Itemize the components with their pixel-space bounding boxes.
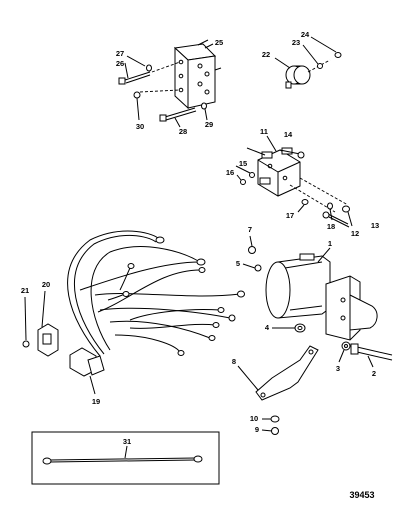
nut-23 (317, 63, 323, 69)
starter-motor (265, 253, 378, 341)
callout-2: 2 (372, 369, 376, 378)
callout-18: 18 (327, 222, 335, 231)
callout-30: 30 (136, 122, 144, 131)
nut-7 (248, 246, 256, 254)
callout-3: 3 (336, 364, 340, 373)
callout-7: 7 (248, 225, 252, 234)
callout-14: 14 (284, 130, 293, 139)
callout-17: 17 (286, 211, 294, 220)
washer-17 (301, 199, 309, 205)
callout-24: 24 (301, 30, 310, 39)
callout-25: 25 (215, 38, 223, 47)
nut-4 (294, 323, 306, 333)
screw-21 (22, 340, 30, 348)
callout-21: 21 (21, 286, 29, 295)
callout-8: 8 (232, 357, 236, 366)
washer-5 (254, 264, 262, 272)
washer-30 (133, 91, 141, 99)
callout-23: 23 (292, 38, 300, 47)
callout-4: 4 (265, 323, 270, 332)
callout-10: 10 (250, 414, 258, 423)
callout-13: 13 (371, 221, 379, 230)
washer-13 (342, 205, 350, 213)
nut-16 (240, 179, 246, 185)
callout-5: 5 (236, 259, 240, 268)
connector-bracket-20 (37, 323, 59, 357)
figure-number: 39453 (349, 490, 374, 500)
callout-11: 11 (260, 127, 268, 136)
washer-18 (327, 202, 333, 210)
bolt-28 (159, 107, 197, 122)
screw-14 (279, 149, 305, 159)
leader-lines (24, 36, 374, 459)
bracket-8 (255, 345, 319, 401)
callout-20: 20 (42, 280, 50, 289)
bolt-2 (350, 343, 393, 361)
washer-24 (334, 52, 342, 58)
solenoid (257, 147, 301, 197)
callout-26: 26 (116, 59, 124, 68)
callout-29: 29 (205, 120, 213, 129)
callout-22: 22 (262, 50, 270, 59)
nut-9 (271, 427, 279, 435)
washer-27 (146, 64, 152, 72)
washer-3 (341, 341, 351, 351)
sensor-22 (285, 65, 311, 89)
washer-15 (249, 172, 255, 178)
wiring-harness (67, 230, 245, 377)
callout-9: 9 (255, 425, 259, 434)
callout-1: 1 (328, 239, 332, 248)
inset-box (31, 431, 220, 485)
callout-labels: 1 2 3 4 5 7 8 9 10 11 12 13 14 15 16 17 … (21, 30, 379, 446)
callout-28: 28 (179, 127, 187, 136)
callout-31: 31 (123, 437, 131, 446)
bolt-26 (118, 71, 151, 85)
callout-12: 12 (351, 229, 359, 238)
callout-27: 27 (116, 49, 124, 58)
washer-10 (270, 415, 280, 423)
callout-16: 16 (226, 168, 234, 177)
callout-19: 19 (92, 397, 100, 406)
junction-box (173, 39, 222, 110)
washer-29 (201, 102, 207, 110)
callout-15: 15 (239, 159, 247, 168)
